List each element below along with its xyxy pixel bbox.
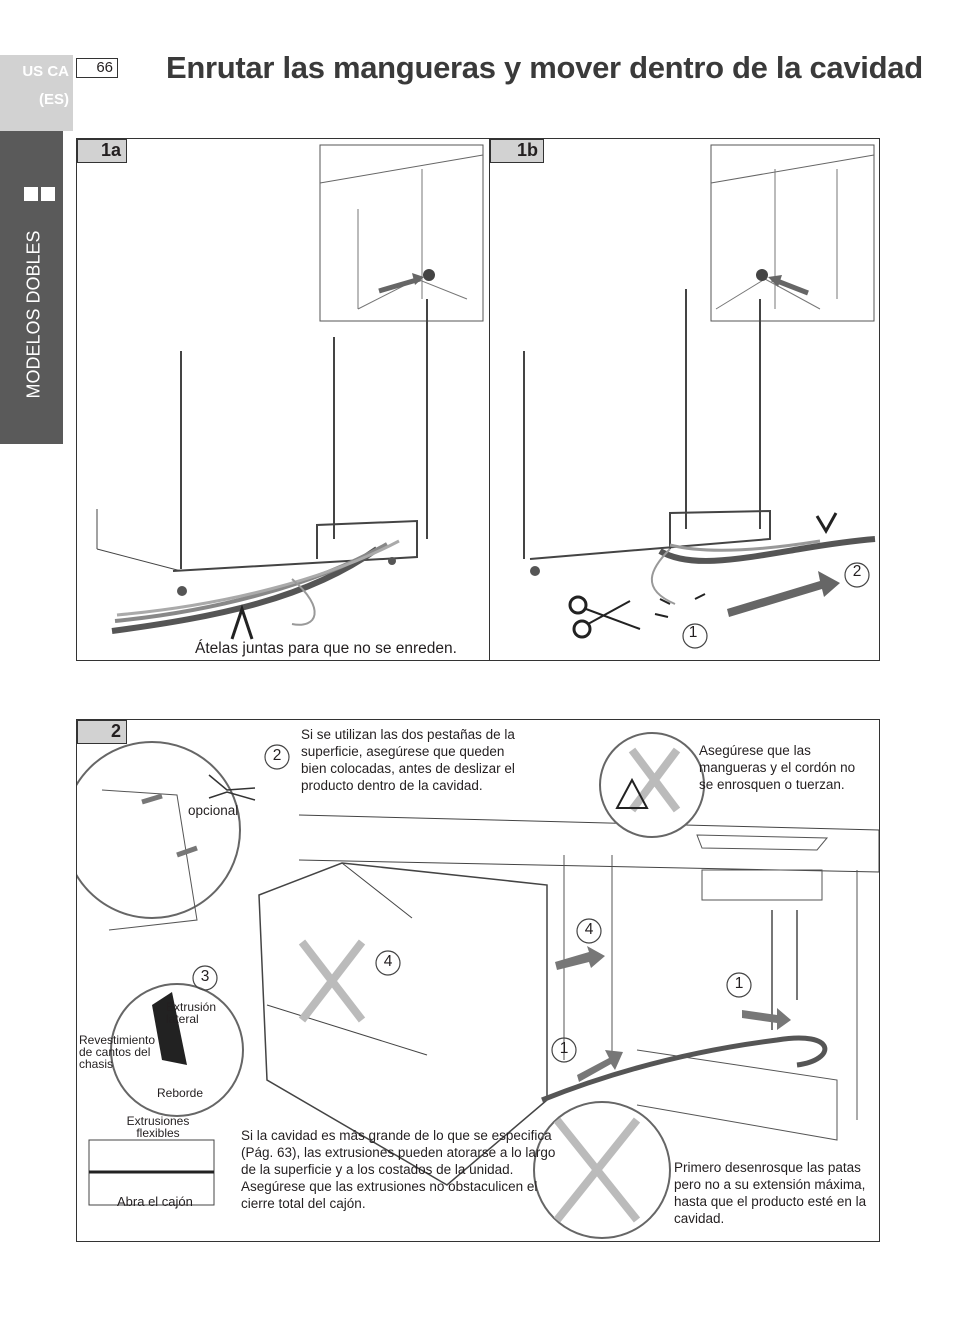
illustration-2 [77,732,879,1239]
illustration-1b [523,144,876,649]
region-label: US CA (ES) [0,58,72,114]
double-drawer-icon [24,187,55,201]
step-number-2-one-b: 1 [734,975,744,992]
step-number-2-four-b: 4 [584,921,594,938]
open-drawer-label: Abra el cajón [117,1194,193,1209]
panel-1b: 1b 1 2 [489,138,880,661]
ledge-label: Reborde [157,1086,204,1100]
side-extrusion-label: Extrusión lateral [166,1000,217,1026]
step-label-2: 2 [77,720,127,744]
optional-label: opcional [188,803,239,818]
step-number-1b-two: 2 [852,563,862,580]
step-number-1b-one: 1 [688,624,698,641]
illustration-1a [96,144,484,640]
step-label-1b: 1b [490,139,544,163]
step-number-2-four-a: 4 [383,953,393,970]
twist-note: Asegúrese que las mangueras y el cordón … [699,743,856,792]
section-label: MODELOS DOBLES [23,230,44,399]
step-number-2-two: 2 [272,747,282,764]
legs-note: Primero desenrosque las patas pero no a … [674,1160,867,1226]
step-number-2-one-a: 1 [559,1040,569,1057]
region-line2: (ES) [39,91,69,108]
step-number-2-three: 3 [200,968,210,985]
page-number: 66 [76,58,118,78]
panel-1a: 1a Átelas juntas para que no se enreden. [76,138,490,661]
cavity-note: Si la cavidad es más grande de lo que se… [241,1128,556,1211]
region-tab [0,55,73,131]
panel-2: 2 [76,719,880,1242]
flexible-extrusions-label: Extrusiones flexibles [126,1114,190,1140]
chassis-edge-label: Revestimiento de cantos del chasis [79,1033,156,1071]
tabs-note: Si se utilizan las dos pestañas de la su… [301,727,515,793]
caption-1a: Átelas juntas para que no se enreden. [195,640,457,657]
region-line1: US CA [22,63,69,80]
step-label-1a: 1a [77,139,127,163]
section-sidebar [0,131,63,444]
section-label-wrap: MODELOS DOBLES [14,230,54,412]
page-title: Enrutar las mangueras y mover dentro de … [166,50,923,85]
